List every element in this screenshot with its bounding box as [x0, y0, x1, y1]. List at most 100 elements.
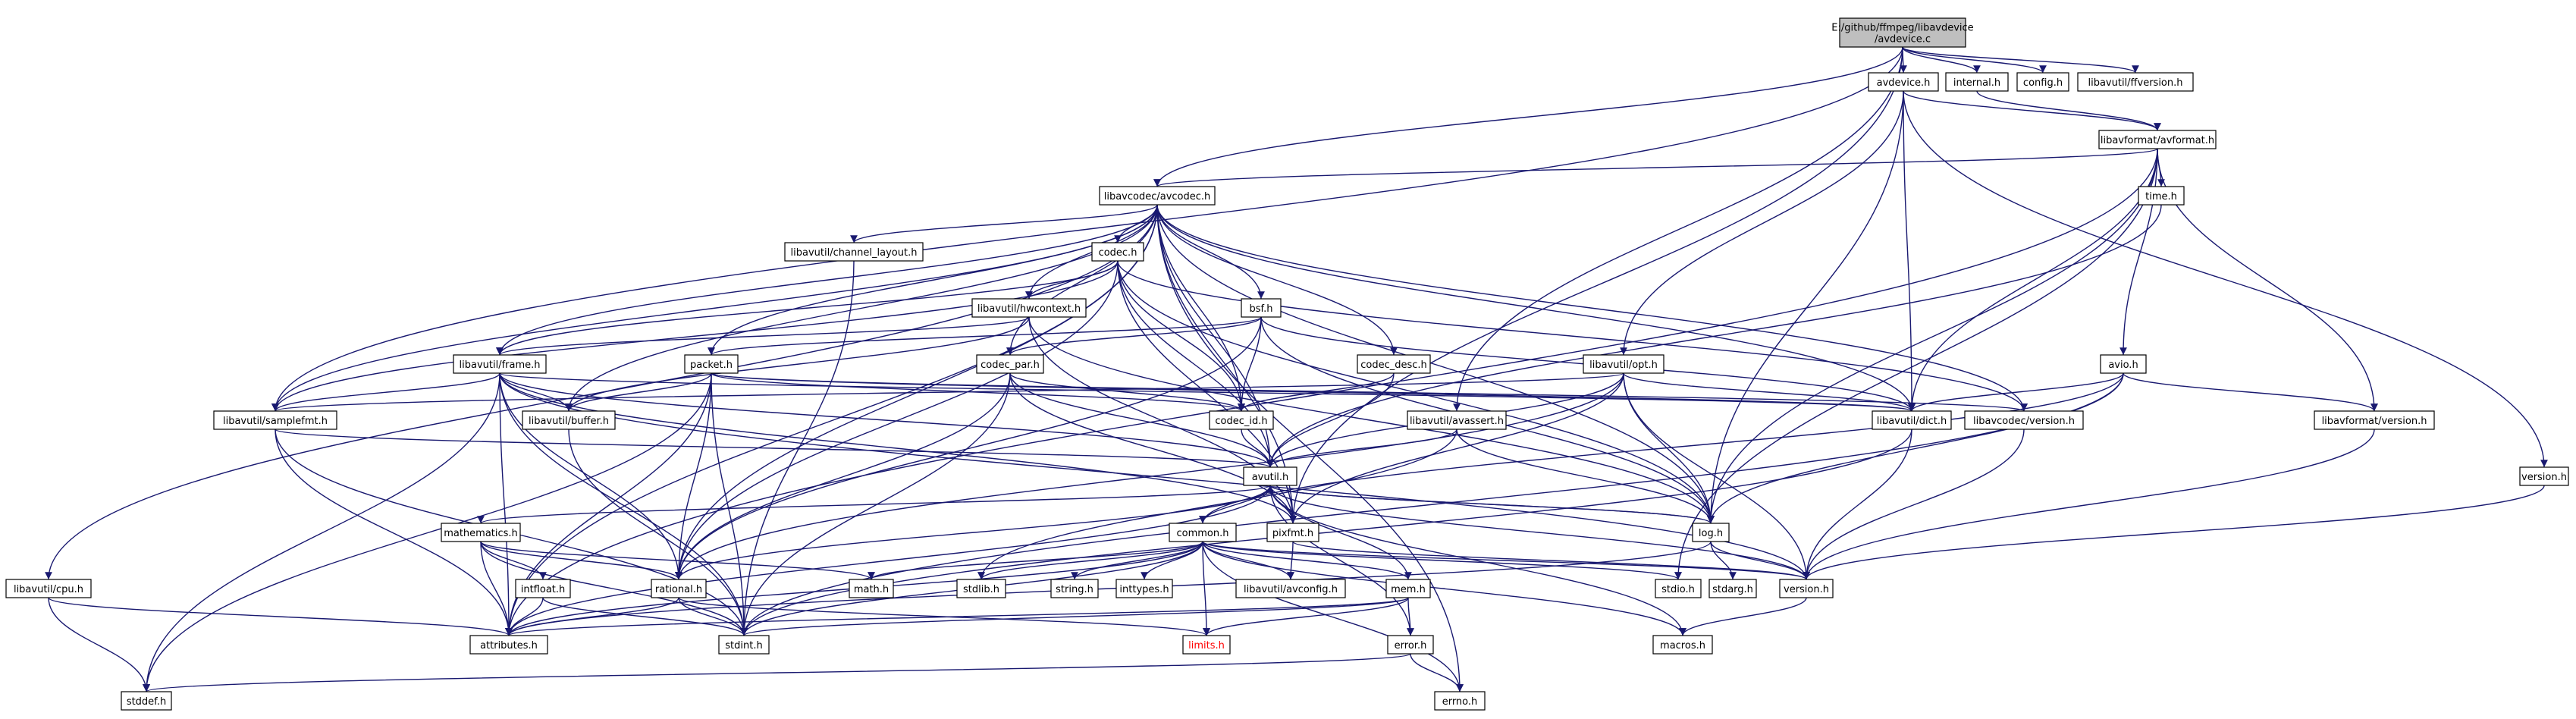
node-macros-h[interactable]: macros.h — [1652, 635, 1713, 655]
edge-log_h-to-version_h — [1710, 541, 1810, 580]
node-box — [1385, 579, 1431, 598]
edge-path — [711, 372, 2028, 412]
edge-avcodec_h-to-log_h — [1156, 204, 1715, 524]
edge-avcodec_h-to-channel_layout_h — [850, 204, 1158, 243]
edge-root-to-avassert_h — [1453, 46, 1903, 412]
edge-packet_h-to-stdint_h — [711, 372, 748, 636]
edge-path — [1156, 204, 1715, 524]
edge-mathematics_h-to-rational_h — [480, 541, 682, 580]
node-box — [1872, 410, 1952, 430]
node-label: macros.h — [1660, 640, 1705, 651]
node-label: version.h — [1784, 584, 1829, 595]
edge-bsf_h-to-codec_par_h — [1006, 316, 1262, 356]
edge-path — [271, 372, 500, 412]
edge-common_h-to-math_h — [868, 541, 1203, 580]
node-dict-h[interactable]: libavutil/dict.h — [1872, 410, 1952, 430]
edge-rational_h-to-attributes_h — [505, 597, 679, 636]
edge-path — [1266, 204, 2162, 468]
edge-path — [1028, 316, 1297, 524]
edge-common_h-to-limits_h — [1202, 541, 1210, 636]
node-lavc-version-h[interactable]: libavcodec/version.h — [1964, 410, 2084, 430]
edge-codec_par_h-to-rational_h — [675, 372, 1011, 580]
edge-path — [1156, 204, 1916, 412]
node-box — [1169, 523, 1237, 542]
edge-path — [480, 541, 547, 580]
node-attributes-h[interactable]: attributes.h — [469, 635, 548, 655]
node-rational-h[interactable]: rational.h — [651, 579, 707, 598]
edge-path — [1620, 90, 1904, 356]
node-version-h[interactable]: version.h — [1779, 579, 1834, 598]
edge-path — [675, 260, 1119, 580]
edge-path — [1266, 485, 1409, 580]
node-packet-h[interactable]: packet.h — [684, 354, 739, 374]
node-common-h[interactable]: common.h — [1169, 523, 1237, 542]
node-avassert-h[interactable]: libavutil/avassert.h — [1407, 410, 1507, 430]
node-codec-id-h[interactable]: codec_id.h — [1209, 410, 1274, 430]
node-root[interactable]: E:/github/ffmpeg/libavdevice/avdevice.c — [1831, 17, 1974, 48]
edge-avdevice_h-to-dict_h — [1903, 90, 1916, 412]
edge-path — [275, 429, 513, 636]
node-channel-layout-h[interactable]: libavutil/channel_layout.h — [784, 242, 924, 262]
node-box — [1964, 410, 2084, 430]
node-hwcontext-h[interactable]: libavutil/hwcontext.h — [971, 298, 1087, 318]
edge-path — [565, 204, 1158, 412]
node-stdint-h[interactable]: stdint.h — [718, 635, 770, 655]
node-label: error.h — [1395, 640, 1427, 651]
node-error-h[interactable]: error.h — [1387, 635, 1434, 655]
node-label: libavutil/samplefmt.h — [223, 416, 328, 427]
node-avio-h[interactable]: avio.h — [2100, 354, 2147, 374]
edge-path — [271, 372, 1624, 412]
node-box — [976, 354, 1044, 374]
node-avdevice-h[interactable]: avdevice.h — [1868, 72, 1939, 92]
node-bsf-h[interactable]: bsf.h — [1241, 298, 1282, 318]
node-mathematics-h[interactable]: mathematics.h — [441, 523, 521, 542]
edge-path — [850, 204, 1158, 243]
node-avutil-h[interactable]: avutil.h — [1243, 466, 1297, 486]
node-samplefmt-h[interactable]: libavutil/samplefmt.h — [213, 410, 337, 430]
node-lavf-version-h[interactable]: libavformat/version.h — [2314, 410, 2435, 430]
node-box — [469, 635, 548, 655]
node-opt-h[interactable]: libavutil/opt.h — [1583, 354, 1665, 374]
node-time-h[interactable]: time.h — [2138, 186, 2185, 206]
node-log-h[interactable]: log.h — [1692, 523, 1730, 542]
edge-avcodec_h-to-packet_h — [708, 204, 1158, 356]
node-internal-h[interactable]: internal.h — [1945, 72, 2009, 92]
node-intfloat-h[interactable]: intfloat.h — [515, 579, 571, 598]
node-version-top-h[interactable]: version.h — [2519, 466, 2569, 486]
node-mem-h[interactable]: mem.h — [1385, 579, 1431, 598]
edge-avformat_h-to-lavf_version_h — [2157, 148, 2378, 412]
node-box — [1243, 466, 1297, 486]
node-box — [1241, 298, 1282, 318]
edge-path — [271, 260, 1119, 412]
edge-avutil_h-to-error_h — [1269, 485, 1414, 636]
node-cpu-h[interactable]: libavutil/cpu.h — [5, 579, 92, 598]
node-avformat-h[interactable]: libavformat/avformat.h — [2098, 130, 2217, 149]
edge-path — [1202, 541, 1294, 580]
edge-path — [565, 316, 1030, 412]
node-codec-par-h[interactable]: codec_par.h — [976, 354, 1044, 374]
node-label: libavformat/version.h — [2322, 416, 2427, 427]
edge-path — [1269, 485, 1810, 580]
node-label: libavutil/frame.h — [460, 360, 541, 371]
node-label: libavutil/channel_layout.h — [791, 247, 918, 259]
node-buffer-h[interactable]: libavutil/buffer.h — [522, 410, 616, 430]
edge-path — [1238, 372, 1395, 412]
node-box — [1235, 579, 1346, 598]
node-avcodec-h[interactable]: libavcodec/avcodec.h — [1099, 186, 1216, 206]
edge-path — [1903, 90, 2161, 131]
edge-path — [1292, 541, 1810, 580]
node-codec-h[interactable]: codec.h — [1091, 242, 1144, 262]
node-pixfmt-h[interactable]: pixfmt.h — [1266, 523, 1319, 542]
node-label: stddef.h — [127, 696, 166, 708]
edge-path — [711, 372, 1916, 412]
edge-path — [2157, 148, 2378, 412]
node-box — [1692, 523, 1730, 542]
edge-path — [1028, 316, 1715, 524]
node-frame-h[interactable]: libavutil/frame.h — [453, 354, 547, 374]
edge-path — [1202, 541, 1682, 580]
node-codec-desc-h[interactable]: codec_desc.h — [1357, 354, 1431, 374]
node-box — [1652, 635, 1713, 655]
node-inttypes-h: inttypes.h — [1115, 579, 1173, 598]
edge-avassert_h-to-stdlib_h — [977, 429, 1457, 580]
